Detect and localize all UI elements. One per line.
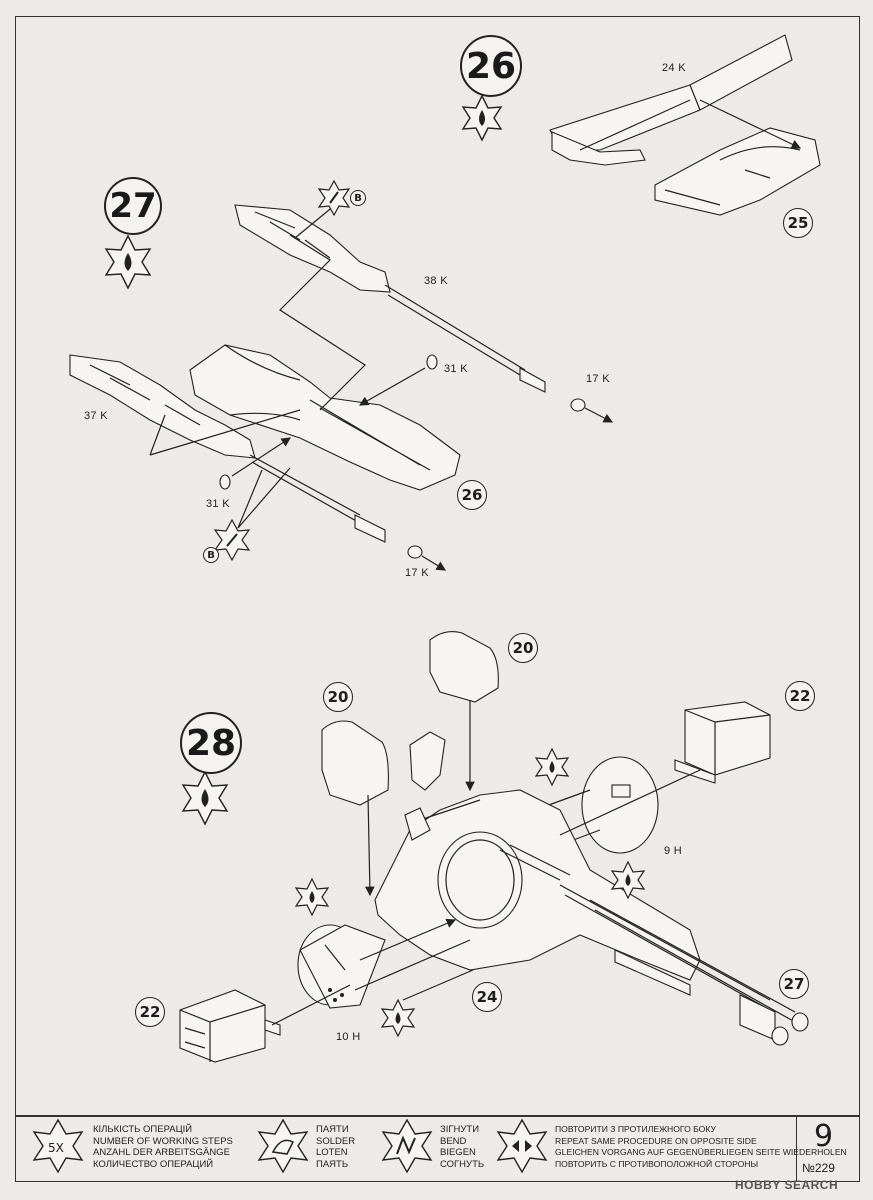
callout-part-27: 27 (779, 969, 809, 999)
page-number: 9 (814, 1119, 834, 1154)
callout-part-26: 26 (457, 480, 487, 510)
callout-part-20-upper: 20 (508, 633, 538, 663)
callout-part-25: 25 (783, 208, 813, 238)
bend-icon (381, 1118, 433, 1174)
glue-star-icons (104, 94, 646, 1038)
step-28-number: 28 (180, 712, 242, 774)
step28-drawing (179, 631, 809, 1063)
working-steps-star-icon (32, 1118, 84, 1174)
glue-drop-icon (104, 234, 152, 290)
glue-drop-icon (380, 998, 416, 1038)
working-steps-badge: 5X (48, 1141, 64, 1155)
legend-bar: 5X КІЛЬКІСТЬ ОПЕРАЦІЙ NUMBER OF WORKING … (15, 1116, 860, 1182)
glue-drop-icon (181, 770, 229, 826)
legend-icons (32, 1118, 548, 1174)
step-27-number: 27 (104, 177, 162, 235)
part-label-24k: 24 K (662, 62, 686, 74)
part-label-38k: 38 K (424, 275, 448, 287)
part-label-31k-lower: 31 K (206, 498, 230, 510)
part-label-9h: 9 H (664, 845, 683, 857)
part-label-31k-upper: 31 K (444, 363, 468, 375)
repeat-opposite-side-icon (496, 1118, 548, 1174)
part-label-37k: 37 K (84, 410, 108, 422)
step27-drawing (69, 204, 614, 571)
legend-repeat-text: ПОВТОРИТИ З ПРОТИЛЕЖНОГО БОКУ REPEAT SAM… (555, 1124, 847, 1169)
part-label-17k-lower: 17 K (405, 567, 429, 579)
legend-solder-text: ПАЯТИ SOLDER LOTEN ПАЯТЬ (316, 1124, 356, 1170)
callout-part-22-lower: 22 (135, 997, 165, 1027)
glue-drop-icon (461, 94, 503, 142)
callout-part-22-upper: 22 (785, 681, 815, 711)
glue-drop-icon (534, 747, 570, 787)
step-26-number: 26 (460, 35, 522, 97)
callout-part-24: 24 (472, 982, 502, 1012)
catalog-number: №229 (802, 1161, 835, 1175)
callout-bend-b-upper: B (350, 190, 366, 206)
callout-part-20-left: 20 (323, 682, 353, 712)
watermark: HOBBY SEARCH (735, 1178, 839, 1192)
solder-star-icon (317, 179, 351, 217)
solder-star-icon (213, 518, 251, 562)
glue-drop-icon (610, 860, 646, 900)
solder-icon (257, 1118, 309, 1174)
part-label-10h: 10 H (336, 1031, 361, 1043)
page-frame (15, 16, 860, 1116)
callout-bend-b-lower: B (203, 547, 219, 563)
legend-working-steps-text: КІЛЬКІСТЬ ОПЕРАЦІЙ NUMBER OF WORKING STE… (93, 1124, 233, 1170)
glue-drop-icon (294, 877, 330, 917)
step26-drawing (549, 34, 821, 216)
legend-bend-text: ЗІГНУТИ BEND BIEGEN СОГНУТЬ (440, 1124, 485, 1170)
part-label-17k-upper: 17 K (586, 373, 610, 385)
